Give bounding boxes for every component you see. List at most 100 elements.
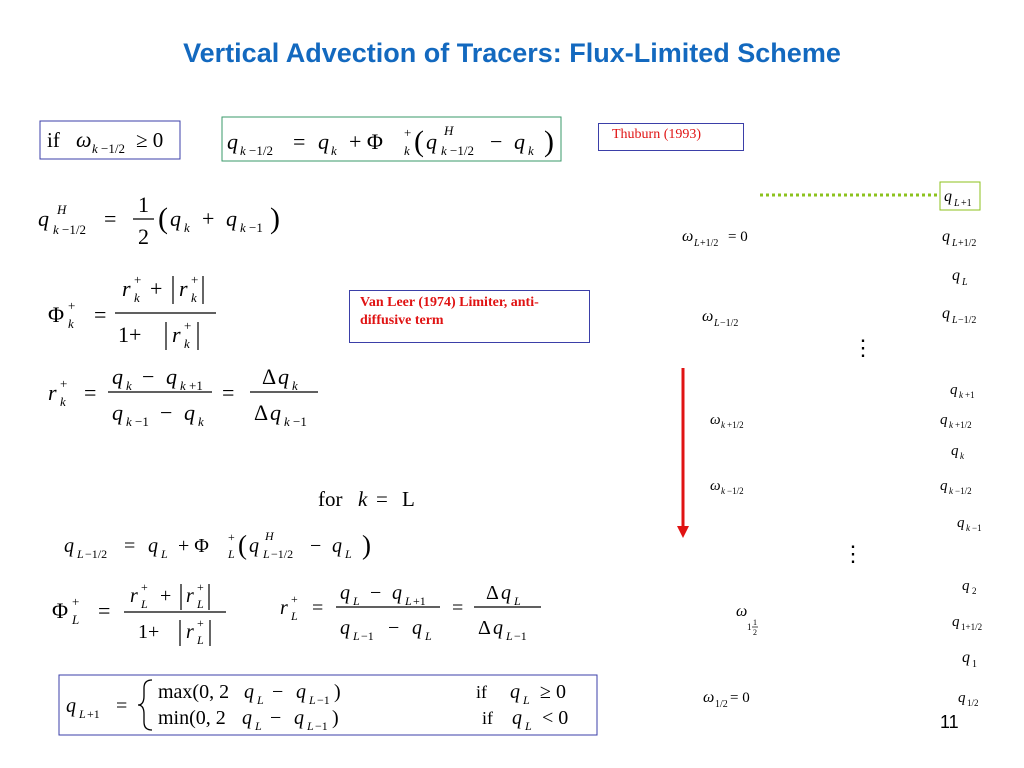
svg-text:q: q xyxy=(940,412,948,428)
phi-l-definition: Φ + L = r + L + r + L 1+ r + L xyxy=(52,580,226,647)
svg-text:q: q xyxy=(952,614,960,630)
svg-text:+: + xyxy=(160,585,171,607)
svg-text:r: r xyxy=(179,276,188,301)
svg-text:q: q xyxy=(38,206,49,231)
svg-text:=: = xyxy=(104,206,116,231)
svg-text:−1/2: −1/2 xyxy=(955,486,972,496)
svg-text:−1/2: −1/2 xyxy=(101,141,125,156)
svg-text:1: 1 xyxy=(972,659,977,670)
svg-text:H: H xyxy=(56,202,67,217)
svg-text:L: L xyxy=(308,693,316,707)
svg-text:(: ( xyxy=(414,125,424,158)
q-k-label: q k xyxy=(951,443,965,461)
svg-text:1: 1 xyxy=(753,618,757,627)
q-k-minus-1-label: q k −1 xyxy=(957,515,982,533)
svg-text:k: k xyxy=(126,378,132,393)
svg-text:r: r xyxy=(186,585,194,607)
svg-text:< 0: < 0 xyxy=(542,707,568,729)
q-k-minus-half-label: q k −1/2 xyxy=(940,478,972,496)
svg-text:): ) xyxy=(362,530,371,560)
svg-text:k: k xyxy=(134,290,140,305)
omega-bottom-zero: = 0 xyxy=(730,690,750,706)
svg-text:=: = xyxy=(84,380,96,405)
svg-text:+1: +1 xyxy=(87,707,100,721)
svg-text:=: = xyxy=(124,535,135,557)
q-2-label: q 2 xyxy=(962,578,977,596)
svg-text:L: L xyxy=(953,198,960,209)
svg-text:L: L xyxy=(306,719,314,733)
svg-text:q: q xyxy=(426,129,437,154)
svg-text:k: k xyxy=(404,143,410,158)
omega-k-plus-half-label: ω k +1/2 xyxy=(710,412,744,430)
svg-text:+: + xyxy=(150,276,162,301)
svg-text:1+1/2: 1+1/2 xyxy=(961,622,982,632)
svg-text:q: q xyxy=(166,364,177,389)
svg-text:k: k xyxy=(198,414,204,429)
svg-text:−1: −1 xyxy=(361,629,374,643)
svg-text:k: k xyxy=(959,390,964,400)
svg-text:q: q xyxy=(64,535,74,557)
for-word: for xyxy=(318,487,343,511)
svg-text:q: q xyxy=(940,478,948,494)
svg-text:+: + xyxy=(228,530,235,544)
svg-text:k: k xyxy=(191,290,197,305)
svg-text:L: L xyxy=(404,594,412,608)
svg-text:L: L xyxy=(140,597,148,611)
q-1-label: q 1 xyxy=(962,649,977,670)
svg-text:k: k xyxy=(358,487,368,511)
svg-text:k: k xyxy=(441,143,447,158)
svg-text:1+: 1+ xyxy=(118,322,141,347)
q-k-plus-half-label: q k +1/2 xyxy=(940,412,972,430)
svg-text:−1: −1 xyxy=(972,523,982,533)
svg-text:q: q xyxy=(950,382,958,398)
svg-text:−1: −1 xyxy=(293,414,307,429)
svg-text:r: r xyxy=(186,621,194,643)
svg-text:k: k xyxy=(721,420,726,430)
svg-text:q: q xyxy=(112,364,123,389)
svg-text:=: = xyxy=(222,380,234,405)
svg-text:k: k xyxy=(331,143,337,158)
svg-text:q: q xyxy=(957,515,965,531)
svg-text:≥ 0: ≥ 0 xyxy=(136,128,163,152)
svg-text:1: 1 xyxy=(138,192,149,217)
svg-text:2: 2 xyxy=(753,628,757,637)
svg-text:q: q xyxy=(962,649,970,666)
svg-text:+: + xyxy=(191,272,198,287)
q-l-minus-half-formula: q L −1/2 = q L + Φ + L ( q H L −1/2 − q … xyxy=(64,529,371,561)
svg-text:q: q xyxy=(493,617,503,639)
svg-text:−1: −1 xyxy=(317,693,330,707)
svg-text:1+: 1+ xyxy=(138,621,159,643)
svg-text:−1/2: −1/2 xyxy=(727,486,744,496)
svg-text:L: L xyxy=(160,547,168,561)
svg-text:(: ( xyxy=(158,202,168,235)
r-l-definition: r + L = q L − q L +1 q L −1 − q L = Δ q … xyxy=(280,582,541,643)
svg-text:L: L xyxy=(76,547,84,561)
svg-text:1/2: 1/2 xyxy=(715,699,728,710)
svg-text:−: − xyxy=(272,681,283,703)
svg-text:Δ: Δ xyxy=(254,400,268,425)
svg-text:+1/2: +1/2 xyxy=(727,420,744,430)
svg-text:+1: +1 xyxy=(965,390,975,400)
svg-text:q: q xyxy=(340,617,350,639)
omega-half-label: ω 1/2 = 0 xyxy=(703,689,750,710)
if-word: if xyxy=(47,128,60,152)
svg-text:k: k xyxy=(60,394,66,409)
condition-expression: if ω k −1/2 ≥ 0 xyxy=(47,127,163,156)
svg-text:−1/2: −1/2 xyxy=(249,143,273,158)
svg-text:L: L xyxy=(505,629,513,643)
svg-text:k: k xyxy=(184,220,190,235)
svg-text:L: L xyxy=(254,719,262,733)
r-k-definition: r + k = q k − q k +1 q k −1 − q k = Δ q … xyxy=(48,364,318,429)
q-l-plus-half-label: q L +1/2 xyxy=(942,228,976,249)
svg-text:L: L xyxy=(352,594,360,608)
svg-text:r: r xyxy=(172,322,181,347)
svg-text:q: q xyxy=(170,206,181,231)
svg-text:q: q xyxy=(184,400,195,425)
svg-text:k: k xyxy=(180,378,186,393)
svg-text:q: q xyxy=(270,400,281,425)
svg-text:=: = xyxy=(98,598,110,623)
svg-text:k: k xyxy=(284,414,290,429)
boundary-condition-box xyxy=(58,674,598,736)
svg-text:−: − xyxy=(310,535,321,557)
svg-text:=: = xyxy=(376,487,388,511)
